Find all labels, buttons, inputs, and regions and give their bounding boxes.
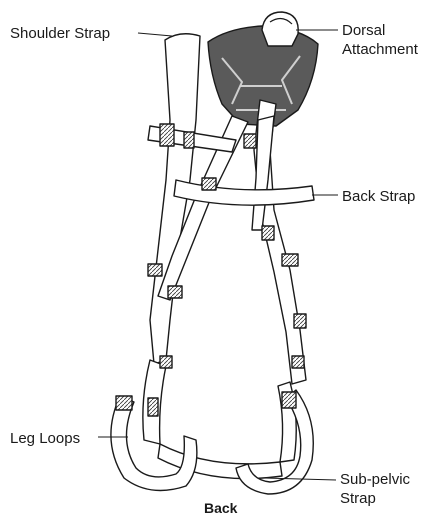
chest-buckle [160,124,174,146]
leg-loops-label: Leg Loops [10,430,80,448]
sub-pelvic-label-line1: Sub-pelvic [340,471,410,489]
figure-caption: Back [204,500,237,516]
shoulder-strap-label: Shoulder Strap [10,25,110,43]
dorsal-d-ring-icon [262,12,298,46]
dorsal-label-line2: Attachment [342,41,418,59]
dorsal-label-line1: Dorsal [342,22,385,40]
sub-pelvic-label-line2: Strap [340,490,376,508]
back-strap-label: Back Strap [342,188,415,206]
leader-shoulder-strap [138,33,172,36]
